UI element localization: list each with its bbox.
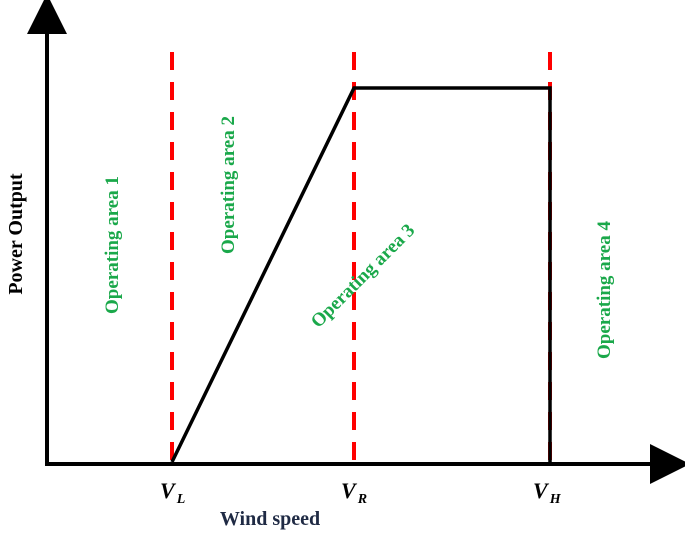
area-label-1: Operating area 1 [102,176,123,314]
area-label-3: Operating area 3 [307,220,419,332]
area-label-4: Operating area 4 [594,221,615,359]
area-label-2: Operating area 2 [218,116,239,254]
power-curve [170,86,552,463]
x-axis-label: Wind speed [220,508,320,530]
y-axis-label: Power Output [5,173,27,295]
